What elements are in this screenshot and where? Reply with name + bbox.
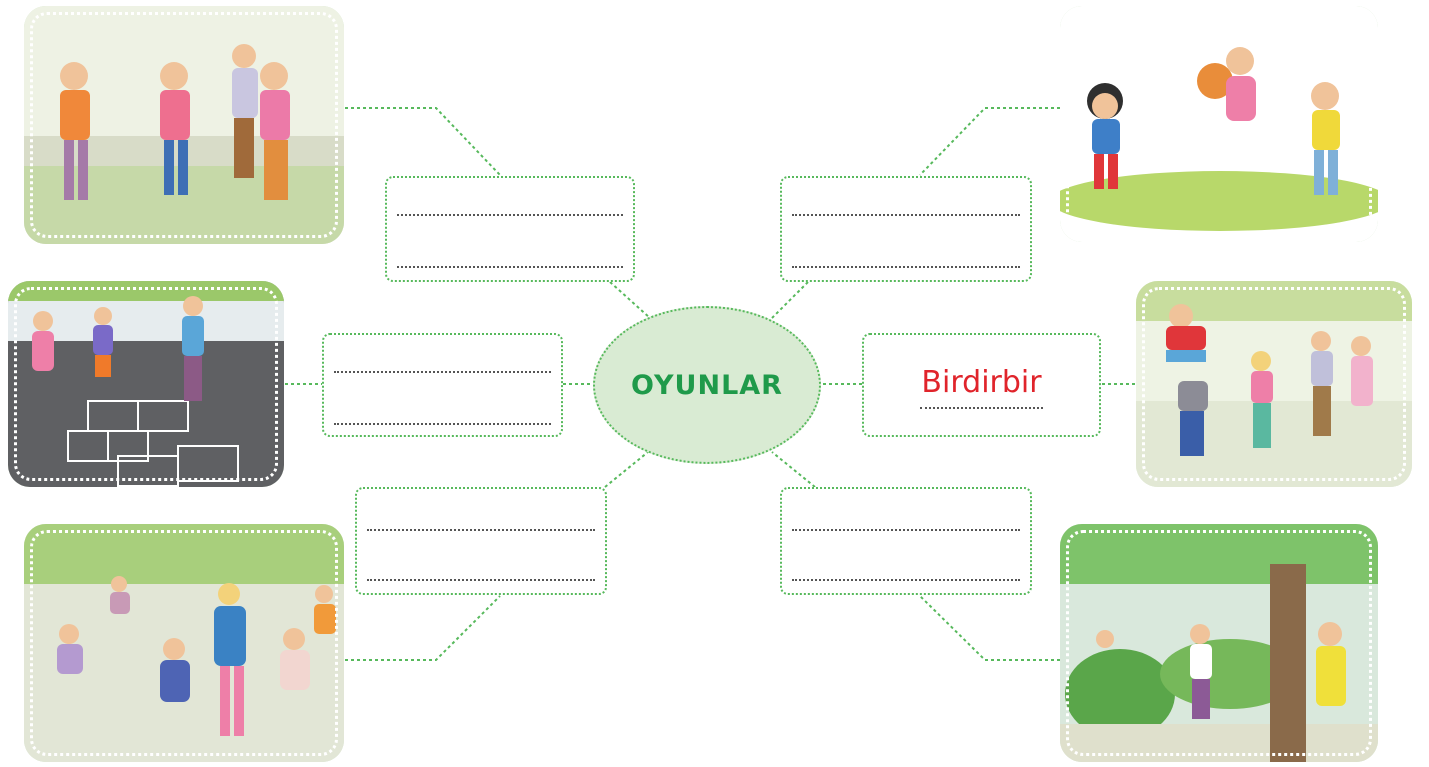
- answer-line-2[interactable]: [792, 266, 1020, 268]
- photo-middle-right: [1136, 281, 1412, 487]
- answer-line-2[interactable]: [792, 579, 1020, 581]
- answer-box-middle-left[interactable]: [322, 333, 563, 437]
- answer-box-middle-right[interactable]: Birdirbir: [862, 333, 1101, 437]
- answer-box-top-left[interactable]: [385, 176, 635, 282]
- hopscotch-illustration: [8, 281, 284, 487]
- answer-box-bottom-right[interactable]: [780, 487, 1032, 595]
- blindfold-game-illustration: [24, 6, 344, 244]
- hide-and-seek-illustration: [1060, 524, 1378, 762]
- ball-game-illustration: [1060, 6, 1378, 242]
- answer-line-2[interactable]: [334, 423, 551, 425]
- answer-box-bottom-left[interactable]: [355, 487, 607, 595]
- answer-line-1[interactable]: [334, 371, 551, 373]
- answer-line-2[interactable]: [397, 266, 623, 268]
- answer-text: Birdirbir: [921, 365, 1042, 400]
- answer-line-1[interactable]: [397, 214, 623, 216]
- answer-line-1[interactable]: [367, 529, 595, 531]
- center-topic-title: OYUNLAR: [631, 369, 783, 401]
- circle-game-illustration: [24, 524, 344, 762]
- answer-line-1[interactable]: [792, 529, 1020, 531]
- answer-line[interactable]: [920, 407, 1043, 409]
- photo-bottom-right: [1060, 524, 1378, 762]
- photo-bottom-left: [24, 524, 344, 762]
- leapfrog-illustration: [1136, 281, 1412, 487]
- center-topic-oval: OYUNLAR: [593, 306, 821, 464]
- answer-line-2[interactable]: [367, 579, 595, 581]
- answer-box-top-right[interactable]: [780, 176, 1032, 282]
- answer-line-1[interactable]: [792, 214, 1020, 216]
- photo-top-right: [1060, 6, 1378, 242]
- photo-middle-left: [8, 281, 284, 487]
- photo-top-left: [24, 6, 344, 244]
